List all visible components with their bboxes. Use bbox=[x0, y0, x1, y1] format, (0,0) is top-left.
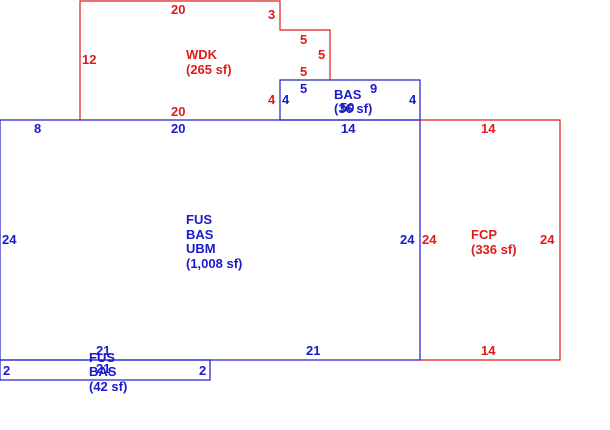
dim-main-left: 24 bbox=[2, 232, 17, 247]
dim-fcp-left: 24 bbox=[422, 232, 437, 247]
main-code3-label: UBM bbox=[186, 241, 216, 256]
strip-area-label: (42 sf) bbox=[89, 379, 127, 394]
wdk-area-label: (265 sf) bbox=[186, 62, 232, 77]
bas-small-overlap-code: 50 bbox=[340, 100, 354, 115]
dim-wdk-step-side2: 5 bbox=[318, 47, 325, 62]
dim-strip-right: 2 bbox=[199, 363, 206, 378]
main-code2-label: BAS bbox=[186, 227, 214, 242]
dim-wdk-left: 12 bbox=[82, 52, 96, 67]
dim-main-bottom: 21 bbox=[306, 343, 320, 358]
wdk-code-label: WDK bbox=[186, 47, 218, 62]
dim-wdk-step-side3: 5 bbox=[300, 64, 307, 79]
dim-main-top-right: 14 bbox=[341, 121, 356, 136]
dim-fcp-top: 14 bbox=[481, 121, 496, 136]
dim-wdk-right: 4 bbox=[268, 92, 276, 107]
strip-outline bbox=[0, 359, 211, 381]
strip-code1-label: FUS bbox=[89, 350, 115, 365]
dim-wdk-step-top: 3 bbox=[268, 7, 275, 22]
dim-strip-top: 21 bbox=[96, 343, 110, 358]
dim-strip-bottom: 21 bbox=[96, 361, 110, 376]
dim-main-top-mid: 20 bbox=[171, 121, 185, 136]
dim-fcp-bottom: 14 bbox=[481, 343, 496, 358]
dim-bas-top-right: 9 bbox=[370, 81, 377, 96]
dim-wdk-bottom: 20 bbox=[171, 104, 185, 119]
dim-bas-left: 4 bbox=[282, 92, 290, 107]
fcp-outline bbox=[420, 119, 561, 361]
dim-bas-right: 4 bbox=[409, 92, 417, 107]
main-area-label: (1,008 sf) bbox=[186, 256, 242, 271]
dim-wdk-step-side1: 5 bbox=[300, 32, 307, 47]
dim-main-right: 24 bbox=[400, 232, 415, 247]
dim-main-top-left: 8 bbox=[34, 121, 41, 136]
bas-small-area-label: (36 sf) bbox=[334, 101, 372, 116]
fcp-area-label: (336 sf) bbox=[471, 242, 517, 257]
dim-wdk-top: 20 bbox=[171, 2, 185, 17]
dim-fcp-right: 24 bbox=[540, 232, 555, 247]
main-code1-label: FUS bbox=[186, 212, 212, 227]
dim-strip-left: 2 bbox=[3, 363, 10, 378]
fcp-code-label: FCP bbox=[471, 227, 497, 242]
wdk-outline bbox=[79, 0, 331, 120]
dim-bas-top-left: 5 bbox=[300, 81, 307, 96]
strip-code2-label: BAS bbox=[89, 364, 117, 379]
bas-small-code-label: BAS bbox=[334, 87, 362, 102]
